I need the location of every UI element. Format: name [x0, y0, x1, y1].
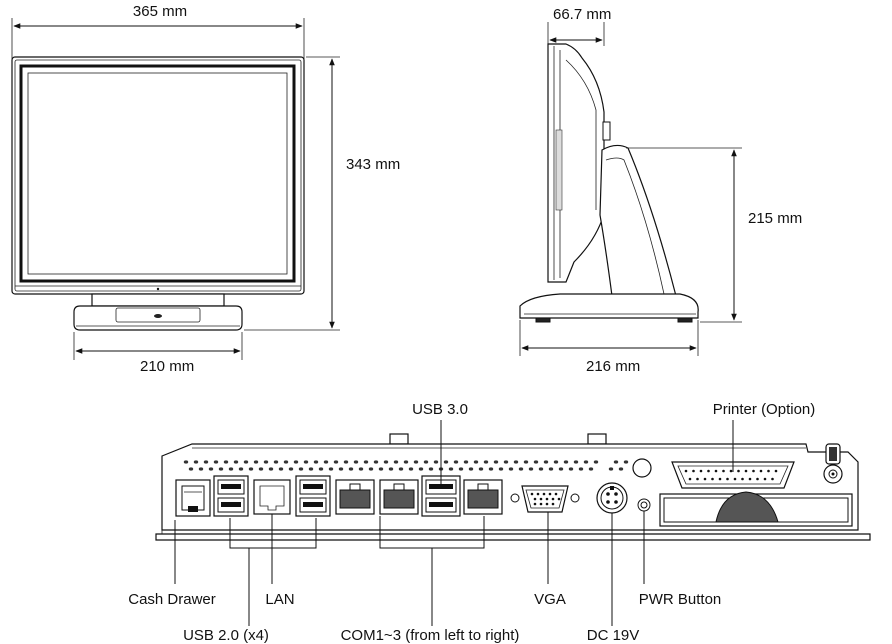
usb2-port-stack-1	[213, 475, 249, 517]
vent-holes	[183, 460, 629, 471]
side-stand-arm	[599, 144, 677, 297]
printer-label: Printer (Option)	[713, 401, 816, 418]
leader-lines	[174, 420, 734, 626]
mount-tab-right	[587, 433, 607, 445]
com-port-1	[335, 479, 375, 515]
lan-label: LAN	[265, 591, 294, 608]
usb2-port-stack-2	[295, 475, 331, 517]
usb2-label: USB 2.0 (x4)	[183, 627, 269, 644]
depth-label: 66.7 mm	[553, 6, 611, 23]
side-stand-base	[519, 293, 699, 319]
dc-power-jack	[596, 482, 628, 514]
stand-height-label: 215 mm	[748, 210, 802, 227]
vga-port	[510, 485, 580, 513]
cash-drawer-label: Cash Drawer	[128, 591, 216, 608]
pwr-button-label: PWR Button	[639, 591, 722, 608]
stand-neck	[91, 293, 225, 307]
power-button	[637, 498, 651, 512]
usb3-label: USB 3.0	[412, 401, 468, 418]
lan-port	[253, 479, 291, 515]
cash-drawer-port	[175, 479, 211, 517]
stand-depth-label: 216 mm	[586, 358, 640, 375]
mount-tab-left	[389, 433, 409, 445]
com-port-2	[379, 479, 419, 515]
com-label: COM1~3 (from left to right)	[341, 627, 520, 644]
round-indicator	[632, 458, 652, 478]
io-panel: USB 3.0 Printer (Option) Cash Drawer LAN…	[128, 401, 871, 644]
vga-label: VGA	[534, 591, 566, 608]
printer-slot	[659, 491, 853, 527]
dc-label: DC 19V	[587, 627, 640, 644]
width-label: 365 mm	[133, 3, 187, 20]
height-label: 343 mm	[346, 156, 400, 173]
com-port-3	[463, 479, 503, 515]
printer-port	[671, 461, 795, 489]
usb3-port-stack	[421, 475, 461, 517]
stand-width-label: 210 mm	[140, 358, 194, 375]
side-panel	[547, 43, 605, 283]
bottom-rail	[155, 533, 871, 541]
side-view: 66.7 mm 215 mm 216 mm	[519, 6, 802, 375]
lock-key	[823, 443, 843, 484]
front-view: 365 mm 343 mm 210 mm	[11, 3, 400, 375]
screen-frame	[19, 64, 296, 283]
